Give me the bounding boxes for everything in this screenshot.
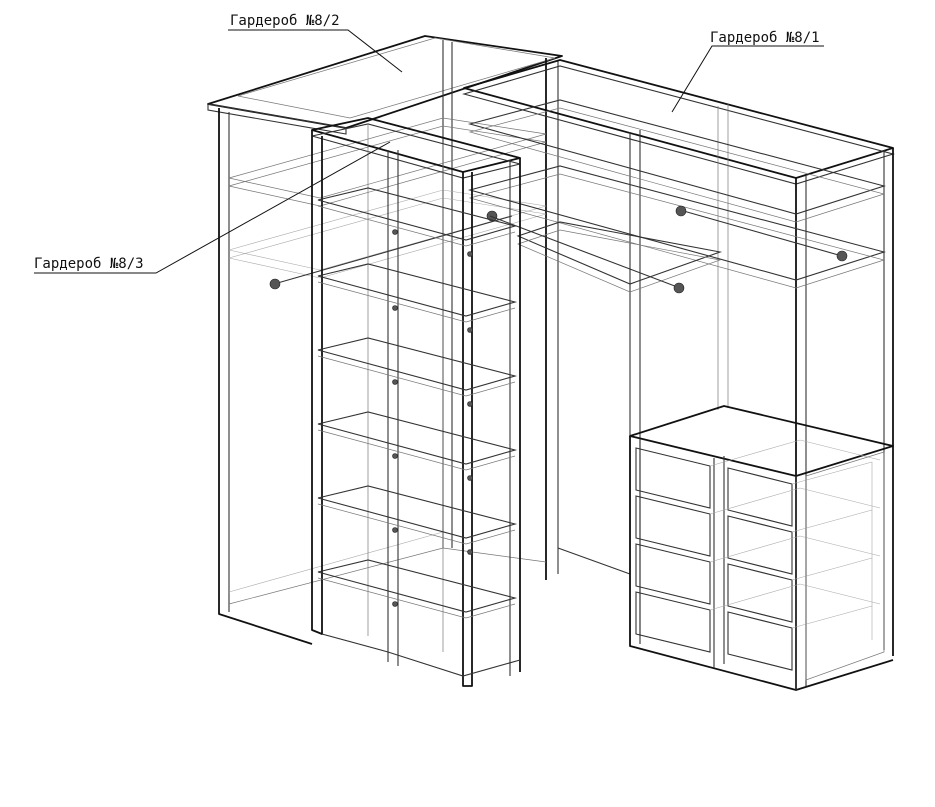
chest-of-drawers [629, 405, 894, 691]
label-wardrobe-8-2: Гардероб №8/2 [230, 13, 340, 29]
callout-leaders [34, 29, 824, 274]
wardrobe-8-1 [461, 59, 895, 691]
label-wardrobe-8-1: Гардероб №8/1 [710, 30, 820, 46]
wardrobe-8-2 [207, 35, 563, 645]
label-wardrobe-8-3: Гардероб №8/3 [34, 256, 144, 272]
wardrobe-8-3 [311, 117, 521, 687]
